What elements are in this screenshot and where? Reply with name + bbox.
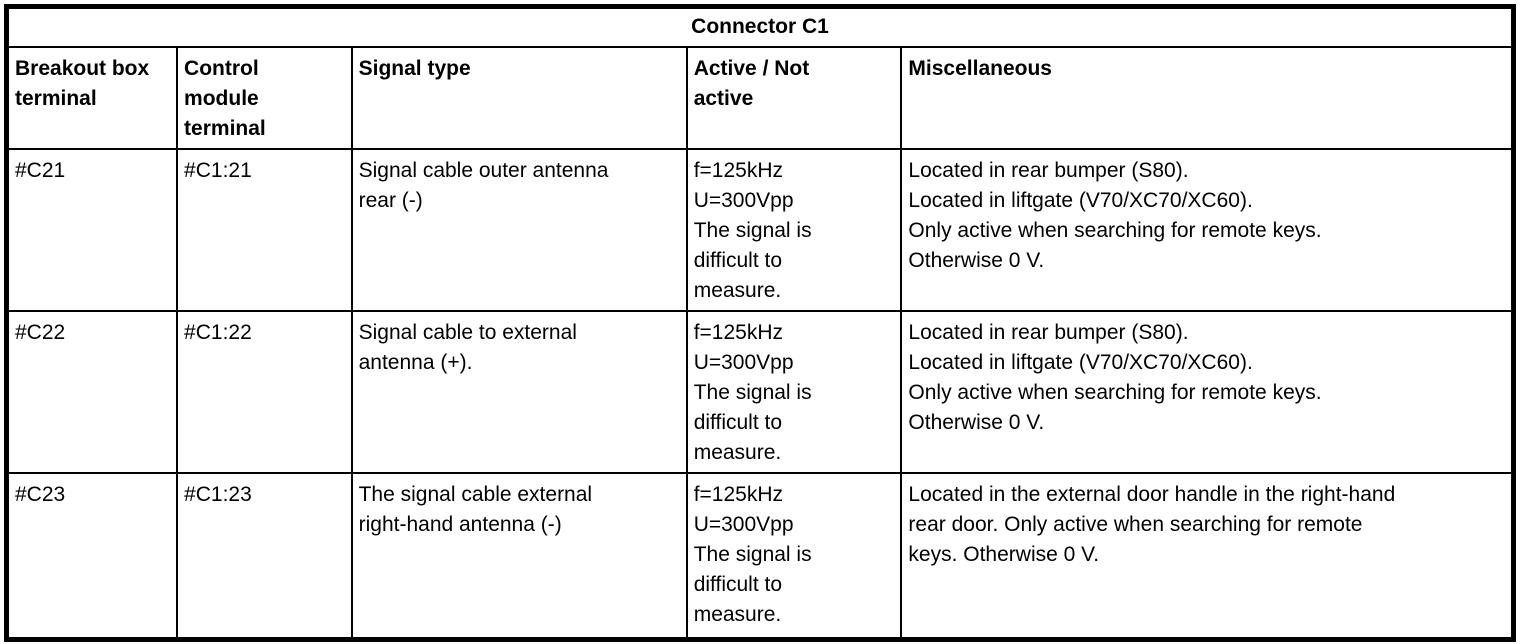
cell-miscellaneous: Located in rear bumper (S80). Located in… [900, 309, 1515, 474]
table-header-row: Breakout box terminal Control module ter… [5, 45, 1515, 150]
connector-c1-table: Connector C1 Breakout box terminal Contr… [4, 4, 1516, 642]
cell-module-terminal: #C1:21 [176, 147, 353, 312]
table-row: #C23 #C1:23 The signal cable external ri… [5, 471, 1515, 641]
cell-active-not-active: f=125kHz U=300Vpp The signal is difficul… [685, 147, 903, 312]
cell-miscellaneous: Located in rear bumper (S80). Located in… [900, 147, 1515, 312]
cell-module-terminal: #C1:23 [176, 471, 353, 641]
cell-miscellaneous: Located in the external door handle in t… [900, 471, 1515, 641]
table-row: #C22 #C1:22 Signal cable to external ant… [5, 309, 1515, 474]
col-header-control-module-terminal: Control module terminal [176, 45, 353, 150]
col-header-active-not-active: Active / Not active [685, 45, 903, 150]
cell-module-terminal: #C1:22 [176, 309, 353, 474]
cell-breakout-terminal: #C21 [5, 147, 179, 312]
cell-signal-type: Signal cable outer antenna rear (-) [350, 147, 688, 312]
cell-active-not-active: f=125kHz U=300Vpp The signal is difficul… [685, 471, 903, 641]
col-header-miscellaneous: Miscellaneous [900, 45, 1515, 150]
col-header-breakout-box-terminal: Breakout box terminal [5, 45, 179, 150]
col-header-signal-type: Signal type [350, 45, 688, 150]
cell-breakout-terminal: #C23 [5, 471, 179, 641]
table-row: #C21 #C1:21 Signal cable outer antenna r… [5, 147, 1515, 312]
table-title-row: Connector C1 [5, 5, 1515, 48]
cell-breakout-terminal: #C22 [5, 309, 179, 474]
table-title: Connector C1 [5, 5, 1515, 48]
cell-signal-type: The signal cable external right-hand ant… [350, 471, 688, 641]
cell-active-not-active: f=125kHz U=300Vpp The signal is difficul… [685, 309, 903, 474]
cell-signal-type: Signal cable to external antenna (+). [350, 309, 688, 474]
